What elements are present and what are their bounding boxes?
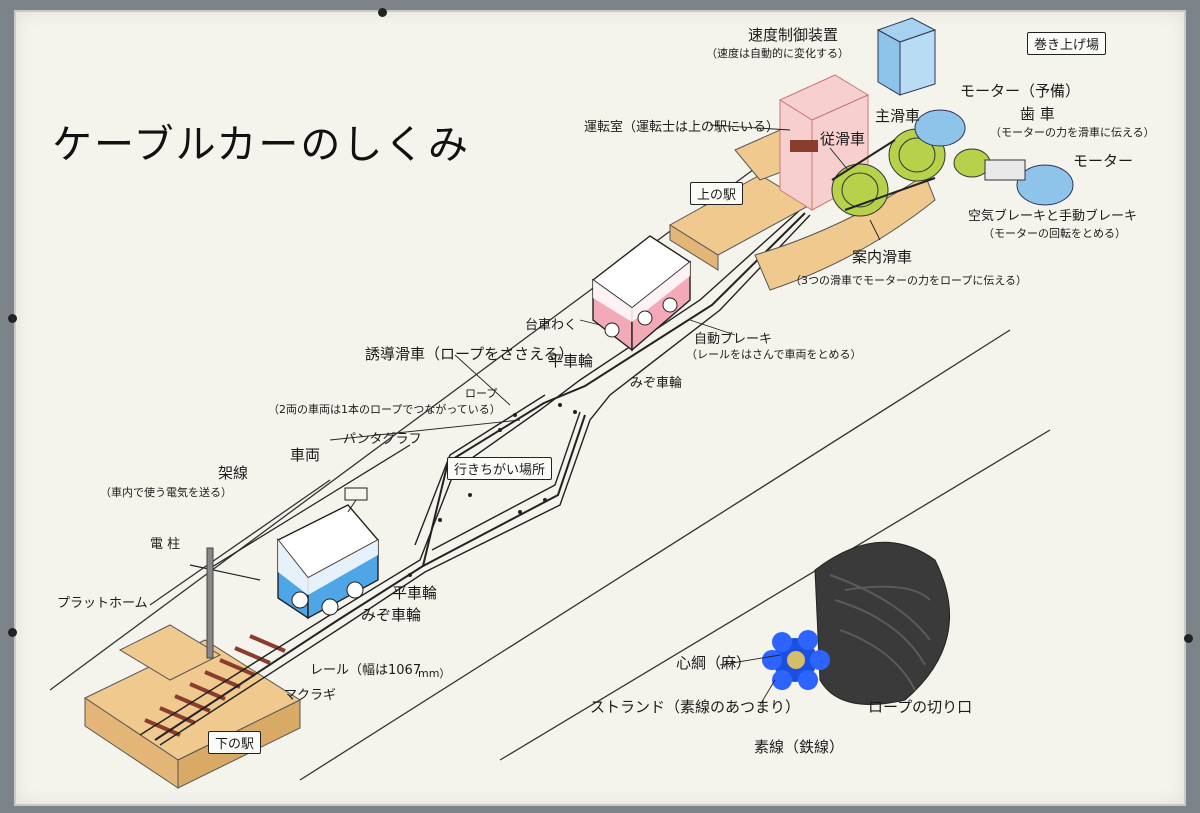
main-pulley-label: 主滑車 [875, 107, 921, 125]
guide-pulleys [408, 403, 577, 577]
rail-label: レール（幅は1067 [310, 663, 422, 678]
slope-edge-line [299, 329, 1011, 781]
flat-wheel-top-label: 平車輪 [548, 352, 594, 370]
pin-icon [8, 314, 17, 323]
pin-icon [8, 628, 17, 637]
rail-unit: mm） [418, 667, 451, 680]
connected-note: （2両の車両は1本のロープでつながっている） [268, 403, 501, 416]
guide-pulley-note: （3つの滑車でモーターの力をロープに伝える） [790, 274, 1028, 287]
induction-pulley-label: 誘導滑車（ロープをささえる） [365, 345, 574, 363]
gear-note: （モーターの力を滑車に伝える） [990, 126, 1155, 139]
lower-station-label: 下の駅 [208, 731, 262, 754]
lower-station-platform [83, 624, 302, 789]
leader-lines [329, 124, 881, 706]
hoist-station-label: 巻き上げ場 [1027, 32, 1107, 55]
rope-cross-section [762, 541, 950, 705]
overhead-note: （車内で使う電気を送る） [100, 486, 232, 499]
rope-label: ロープ [465, 387, 498, 400]
auto-brake-label: 自動ブレーキ [694, 332, 773, 347]
speed-controller-cabinet [876, 17, 937, 96]
motor-spare-label: モーター（予備） [960, 82, 1081, 100]
platform-label: プラットホーム [57, 596, 148, 611]
driven-pulley-label: 従滑車 [820, 130, 866, 148]
sleeper-label: マクラギ [284, 688, 337, 703]
motor-label: モーター [1073, 152, 1134, 170]
groove-wheel-top-label: みぞ車輪 [630, 376, 683, 391]
upper-station-platform [669, 129, 936, 291]
pole-label: 電 柱 [150, 537, 181, 552]
core-rope-label: 心綱（麻） [676, 654, 752, 672]
rope-section-label: ロープの切り口 [868, 698, 973, 716]
bogie-frame-label: 台車わく [525, 318, 578, 333]
slope-edge-line [499, 429, 1051, 761]
overhead-wire-label: 架線 [218, 464, 249, 482]
rope-line [154, 212, 806, 741]
sleepers [144, 634, 286, 737]
brakes-label: 空気ブレーキと手動ブレーキ [968, 209, 1138, 224]
page-title: ケーブルカーのしくみ [52, 122, 470, 168]
gear-label: 歯 車 [1020, 105, 1055, 123]
pin-icon [1184, 634, 1193, 643]
slope-edge-line [149, 479, 331, 606]
speed-control-label: 速度制御装置 [748, 26, 839, 44]
overhead-wire [189, 444, 411, 581]
pantograph-label: パンタグラフ [343, 432, 422, 447]
upper-car [591, 235, 692, 352]
control-room-label: 運転室（運転士は上の駅にいる） [584, 120, 780, 135]
car-label: 車両 [290, 446, 321, 464]
pin-icon [378, 8, 387, 17]
guide-pulley-label: 案内滑車 [852, 248, 913, 266]
groove-wheel-label: みぞ車輪 [361, 606, 422, 624]
auto-brake-note: （レールをはさんで車両をとめる） [686, 348, 862, 361]
speed-control-note: （速度は自動的に変化する） [706, 47, 849, 60]
pulleys-and-motors [831, 109, 1074, 217]
passing-place-label: 行きちがい場所 [447, 457, 553, 480]
brakes-note: （モーターの回転をとめる） [983, 227, 1126, 240]
upper-station-label: 上の駅 [690, 182, 744, 205]
strand-label: ストランド（素線のあつまり） [590, 698, 801, 716]
lower-car [276, 487, 380, 620]
flat-wheel-label: 平車輪 [392, 584, 438, 602]
electric-pole [206, 547, 214, 659]
wire-label: 素線（鉄線） [754, 738, 845, 756]
